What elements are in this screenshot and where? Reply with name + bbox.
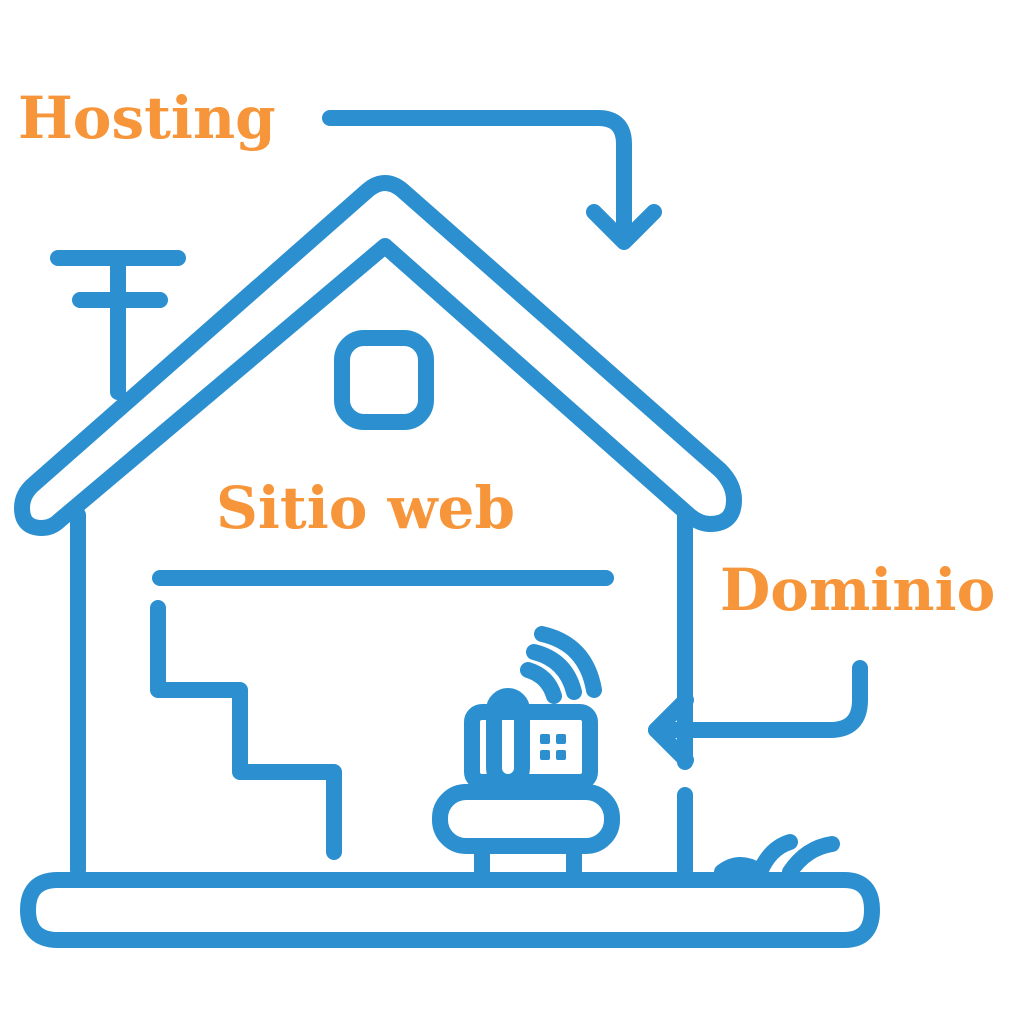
website-label: Sitio web: [216, 474, 515, 542]
staircase: [150, 600, 342, 860]
domain-label: Dominio: [720, 556, 995, 624]
table-top: [432, 784, 620, 854]
keypad-key: [540, 734, 550, 744]
attic-window: [334, 330, 434, 430]
domain-arrow-head: [648, 692, 694, 768]
phone-signal-wave-middle: [526, 644, 582, 700]
phone-body: [464, 704, 598, 790]
hosting-arrow-line: [322, 110, 632, 248]
hosting-arrow-head: [586, 204, 662, 250]
grass-tuft: [714, 834, 840, 880]
keypad-key: [556, 750, 566, 760]
phone-signal-wave-inner: [520, 662, 562, 704]
domain-arrow-line: [648, 660, 868, 738]
phone-handset: [486, 688, 530, 790]
hosting-label: Hosting: [18, 84, 276, 152]
phone-signal-wave-outer: [534, 626, 602, 698]
house-base-platform: [20, 872, 880, 948]
house-illustration: [14, 110, 880, 948]
keypad-key: [540, 750, 550, 760]
phone-keypad: [540, 734, 566, 760]
keypad-key: [556, 734, 566, 744]
